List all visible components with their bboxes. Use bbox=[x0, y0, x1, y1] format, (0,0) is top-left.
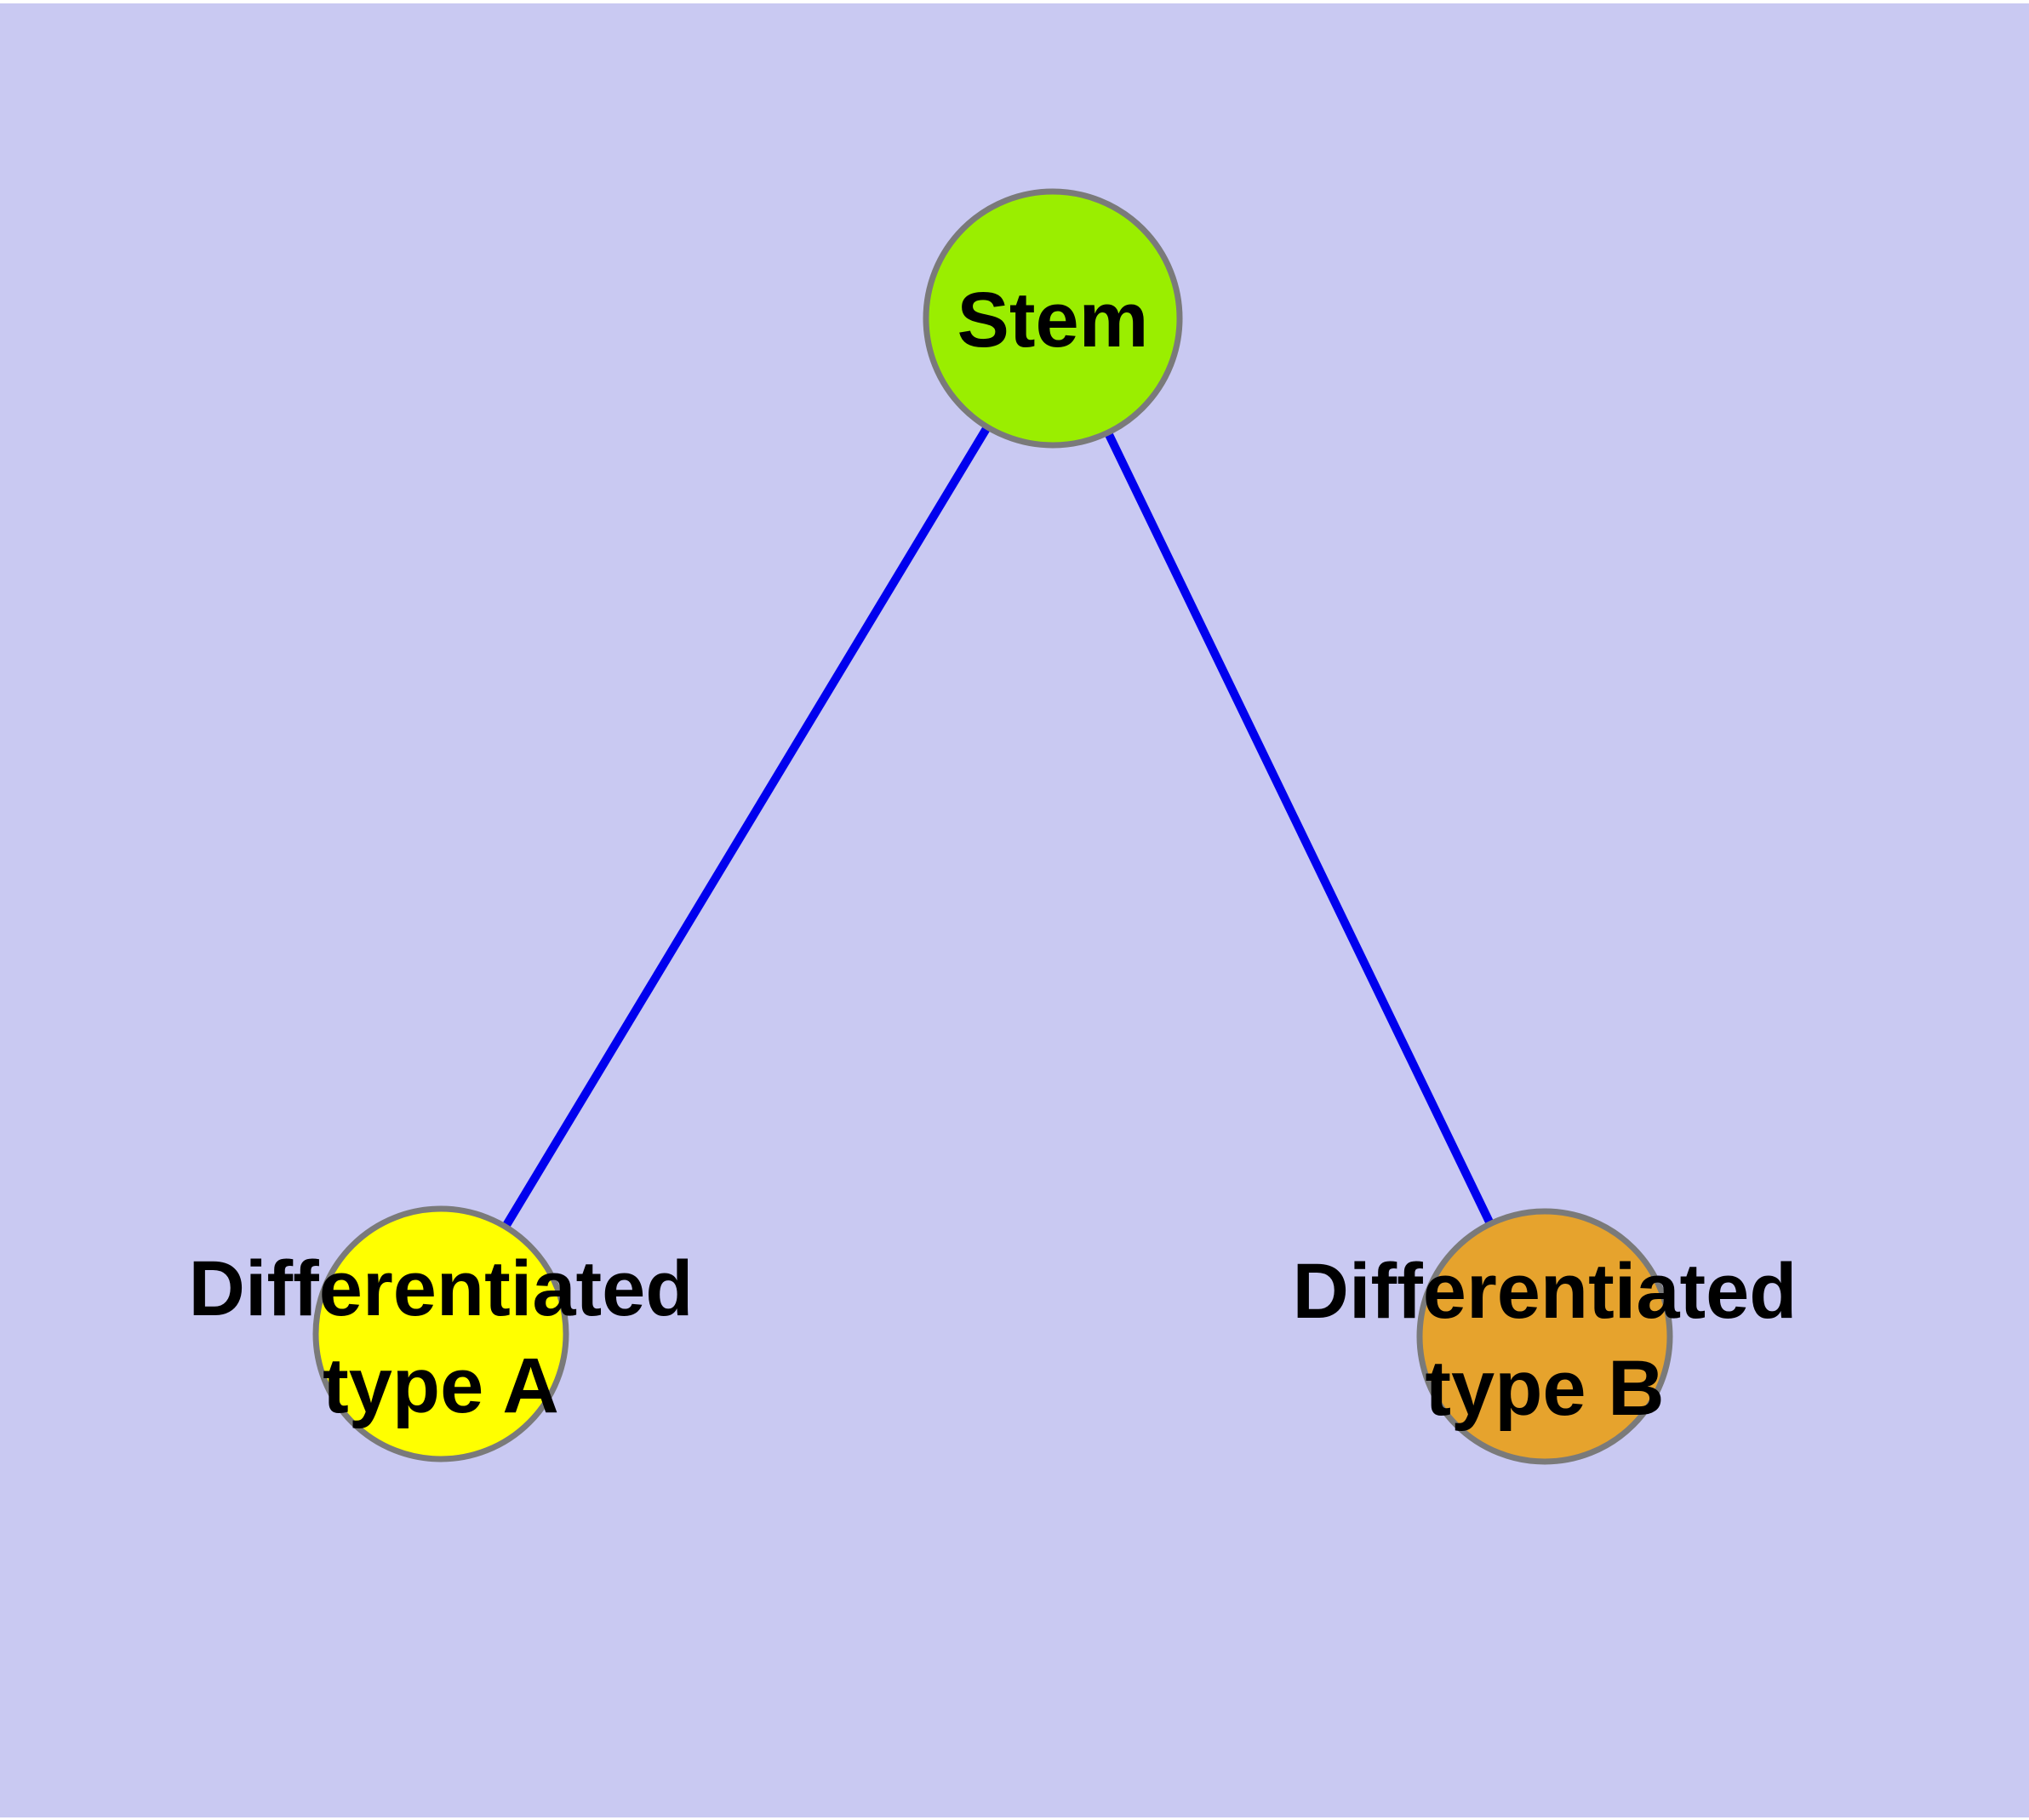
edge-stem-to-type-b bbox=[1049, 316, 1549, 1339]
node-differentiated-type-b bbox=[1416, 1208, 1673, 1465]
node-type-a-label-line-1: Differentiated bbox=[189, 1245, 694, 1332]
node-type-b-label-line-2: type B bbox=[1425, 1345, 1664, 1432]
node-stem bbox=[923, 188, 1183, 449]
node-stem-label: Stem bbox=[957, 277, 1149, 363]
node-type-a-label-line-2: type A bbox=[323, 1342, 559, 1429]
node-differentiated-type-a bbox=[312, 1205, 569, 1462]
node-type-b-label-line-1: Differentiated bbox=[1293, 1248, 1798, 1335]
edge-stem-to-type-a bbox=[437, 316, 1057, 1336]
